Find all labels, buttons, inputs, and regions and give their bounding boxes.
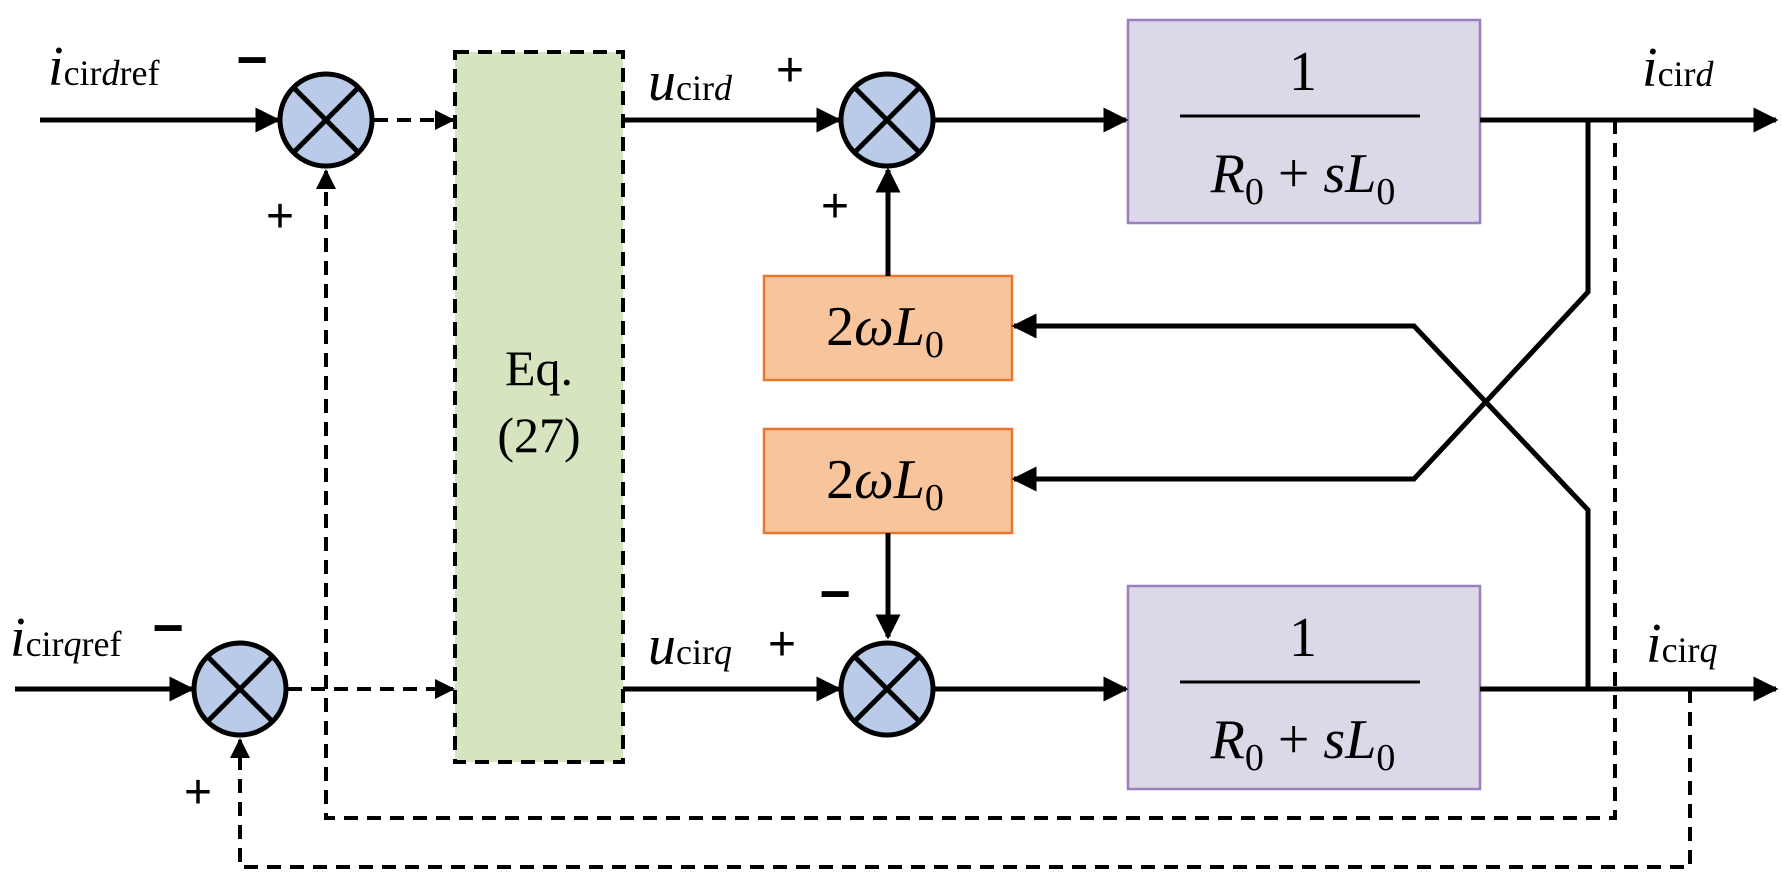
- label-icirqref: icirqref: [10, 607, 122, 669]
- wire-icird-feedback: [1011, 120, 1591, 492]
- solid-signal-lines: [15, 107, 1779, 702]
- dashed-signal-lines: [230, 110, 1692, 869]
- sign-sum-q-top-minus: −: [819, 564, 851, 624]
- coupling-upper-gain: 2ωL0: [826, 296, 944, 366]
- sign-ref-q-plus: +: [184, 766, 212, 819]
- label-icirdref: icirdref: [48, 36, 160, 98]
- wire-icirq-dashed-feedback: [230, 689, 1692, 869]
- plant-d-denominator: R0 + sL0: [1210, 143, 1396, 213]
- coupling-lower-gain: 2ωL0: [826, 449, 944, 519]
- plant-q-numerator: 1: [1289, 607, 1317, 669]
- sign-ref-d-minus: −: [236, 30, 268, 90]
- plant-block-q: [1126, 584, 1482, 791]
- sum-ref-q: [191, 640, 289, 738]
- plant-block-d: [1126, 18, 1482, 225]
- eq-label-line2: (27): [497, 407, 580, 463]
- sum-ref-d: [277, 71, 375, 169]
- sign-ref-q-minus: −: [152, 598, 184, 658]
- label-icirq: icirq: [1646, 613, 1718, 675]
- sign-sum-q-left-plus: +: [768, 618, 796, 671]
- sign-sum-d-left-plus: +: [776, 44, 804, 97]
- plant-q-transfer-function: 1 R0 + sL0: [1180, 607, 1420, 779]
- label-ucirq: ucirq: [648, 615, 732, 677]
- sum-q: [838, 640, 936, 738]
- plant-d-numerator: 1: [1289, 41, 1317, 103]
- eq-label-line1: Eq.: [505, 340, 573, 396]
- sign-ref-d-plus: +: [266, 190, 294, 243]
- label-icird: icird: [1642, 37, 1715, 99]
- wire-icird-dashed-feedback: [316, 120, 1617, 820]
- plant-q-denominator: R0 + sL0: [1210, 709, 1396, 779]
- sum-d: [838, 71, 936, 169]
- eq27-block: [453, 50, 625, 764]
- sign-sum-d-bottom-plus: +: [821, 180, 849, 233]
- wire-icirq-feedback: [1011, 313, 1591, 689]
- label-ucird: ucird: [648, 51, 733, 113]
- plant-d-transfer-function: 1 R0 + sL0: [1180, 41, 1420, 213]
- coupling-block-upper: [762, 274, 1014, 382]
